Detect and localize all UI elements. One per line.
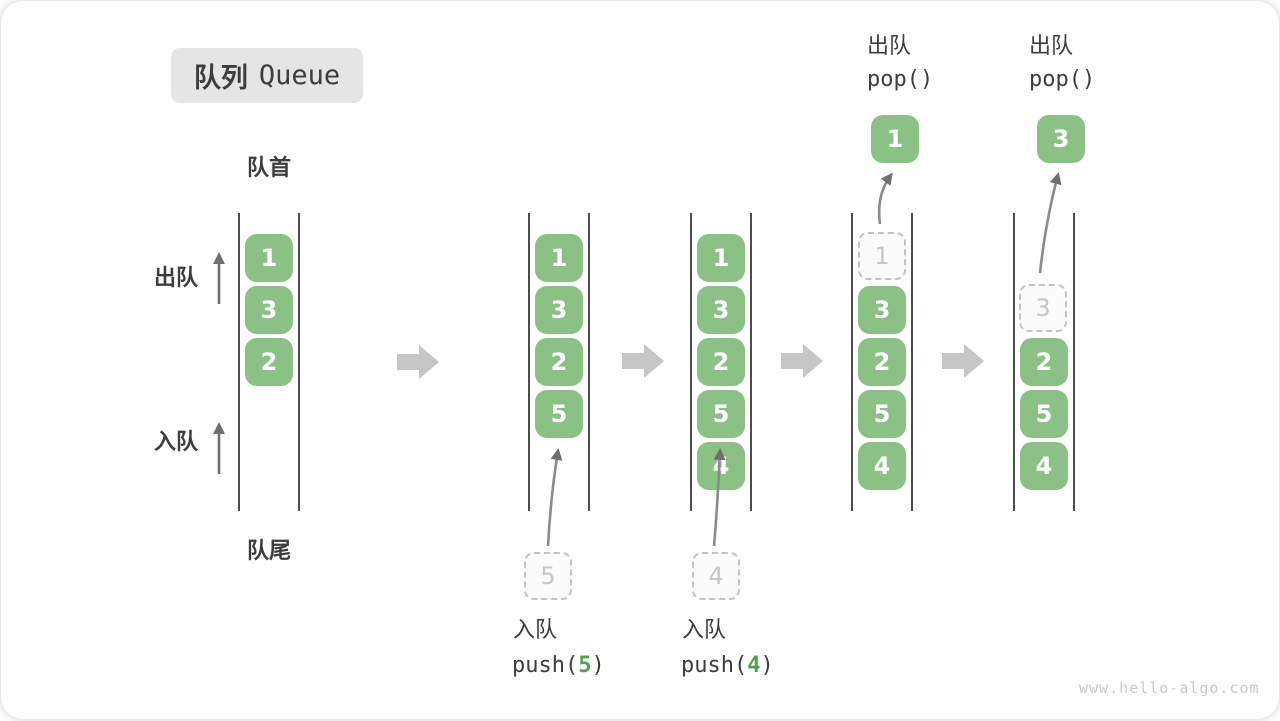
- dequeue-arrow-icon: [1038, 172, 1062, 274]
- front-pointer-label: 队首: [246, 156, 291, 181]
- dequeue-side-label: 出队: [154, 266, 199, 291]
- code-arg: 4: [747, 653, 761, 678]
- queue-line: [851, 213, 853, 511]
- queue-line: [1073, 213, 1075, 511]
- queue-cell: 5: [858, 390, 906, 438]
- pop-code-label: pop(): [1029, 67, 1096, 92]
- queue-cell: 5: [1020, 390, 1068, 438]
- queue-line: [588, 213, 590, 511]
- queue-cell: 4: [1020, 442, 1068, 490]
- queue-line: [690, 213, 692, 511]
- queue-line: [528, 213, 530, 511]
- dequeue-action-label: 出队: [867, 34, 912, 59]
- popped-cell: 3: [1037, 115, 1085, 163]
- queue-line: [298, 213, 300, 511]
- code-close: ): [760, 653, 774, 678]
- queue-cell: 3: [697, 286, 745, 334]
- code-fn: push(: [512, 653, 579, 678]
- popped-cell: 1: [871, 115, 919, 163]
- removed-ghost-cell: 1: [858, 232, 906, 280]
- queue-cell: 3: [245, 286, 293, 334]
- enqueue-action-label: 入队: [682, 618, 727, 643]
- incoming-ghost-cell: 5: [524, 552, 572, 600]
- queue-cell: 2: [535, 338, 583, 386]
- push-code-label: push(5): [512, 655, 605, 677]
- incoming-ghost-cell: 4: [692, 552, 740, 600]
- queue-cell: 5: [697, 390, 745, 438]
- queue-cell: 1: [245, 234, 293, 282]
- code-arg: 5: [578, 653, 592, 678]
- step-arrow-icon: [622, 344, 664, 378]
- queue-cell: 3: [535, 286, 583, 334]
- enqueue-side-label: 入队: [154, 430, 199, 455]
- push-code-label: push(4): [681, 655, 774, 677]
- pop-code-label: pop(): [867, 67, 934, 92]
- code-close: ): [591, 653, 605, 678]
- enqueue-arrow-icon: [546, 448, 563, 547]
- queue-cell: 2: [245, 338, 293, 386]
- queue-cell: 5: [535, 390, 583, 438]
- step-arrow-icon: [397, 345, 439, 379]
- step-arrow-icon: [781, 344, 823, 378]
- queue-cell: 2: [1020, 338, 1068, 386]
- enqueue-action-label: 入队: [513, 618, 558, 643]
- dequeue-action-label: 出队: [1029, 34, 1074, 59]
- queue-line: [238, 213, 240, 511]
- queue-cell: 4: [858, 442, 906, 490]
- queue-line: [911, 213, 913, 511]
- rear-pointer-label: 队尾: [246, 539, 291, 564]
- title-zh: 队列: [193, 63, 248, 94]
- queue-cell: 1: [697, 234, 745, 282]
- dequeue-arrow-icon: [877, 172, 893, 225]
- queue-cell: 1: [535, 234, 583, 282]
- code-fn: push(: [681, 653, 748, 678]
- queue-cell: 3: [858, 286, 906, 334]
- queue-line: [1013, 213, 1015, 511]
- title-en: Queue: [258, 60, 341, 91]
- queue-cell: 4: [697, 442, 745, 490]
- queue-cell: 2: [858, 338, 906, 386]
- step-arrow-icon: [942, 344, 984, 378]
- title-badge: 队列 Queue: [171, 48, 363, 103]
- watermark: www.hello-algo.com: [1079, 679, 1260, 697]
- queue-cell: 2: [697, 338, 745, 386]
- queue-line: [750, 213, 752, 511]
- removed-ghost-cell: 3: [1019, 284, 1067, 332]
